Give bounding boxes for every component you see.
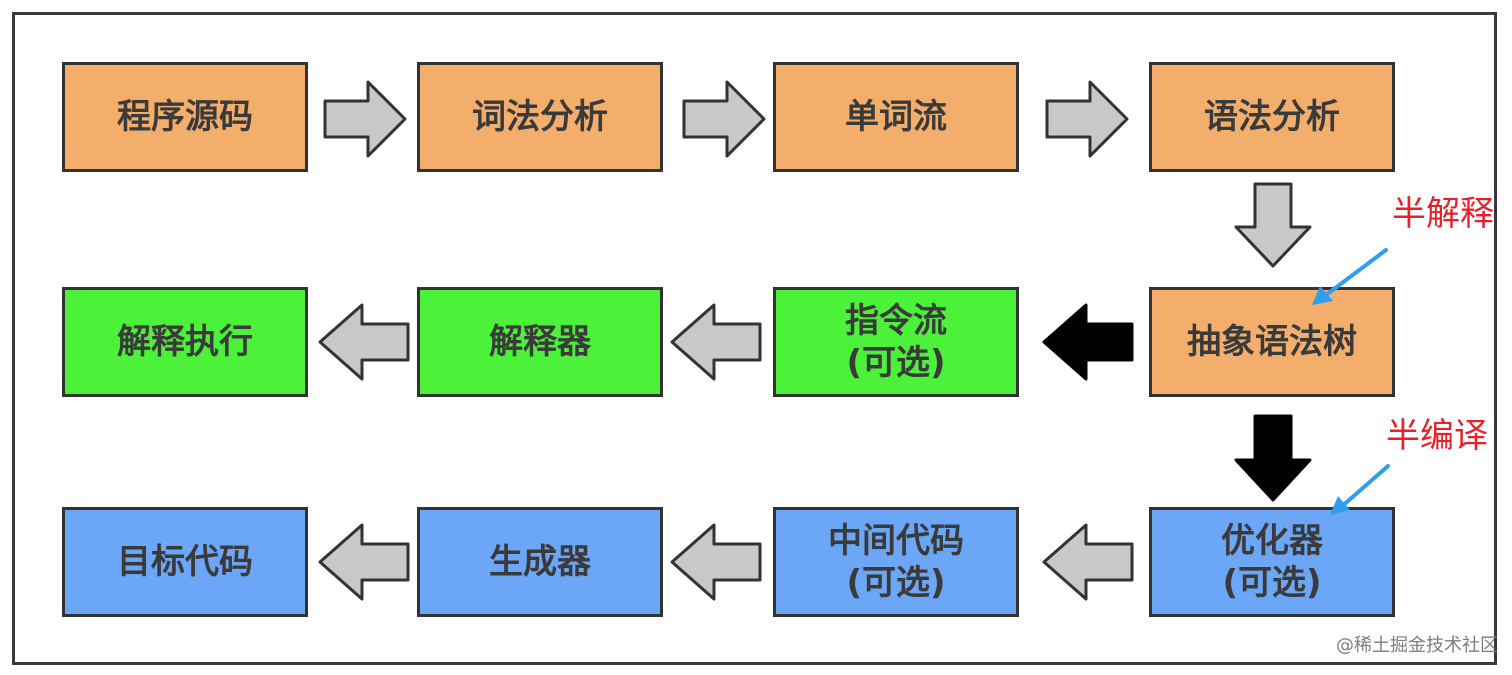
box-interpreter: 解释器 xyxy=(417,287,663,397)
box-generator: 生成器 xyxy=(417,507,663,617)
watermark: @稀土掘金技术社区 xyxy=(1336,635,1498,656)
box-label: 目标代码 xyxy=(117,542,253,582)
note-semi-compile: 半编译 xyxy=(1386,416,1488,456)
arrow-down-black-icon xyxy=(1234,414,1312,502)
box-label: 单词流 xyxy=(845,97,947,137)
box-lexical-analysis: 词法分析 xyxy=(417,62,663,172)
arrow-left-icon xyxy=(670,523,762,601)
box-label: 词法分析 xyxy=(472,97,608,137)
box-abstract-syntax-tree: 抽象语法树 xyxy=(1149,287,1395,397)
arrow-left-icon xyxy=(318,523,410,601)
box-interpret-execute: 解释执行 xyxy=(62,287,308,397)
pointer-arrow-icon xyxy=(1312,248,1388,305)
box-source-code: 程序源码 xyxy=(62,62,308,172)
box-label: 解释执行 xyxy=(117,322,253,362)
arrow-right-icon xyxy=(1045,80,1129,158)
box-sublabel: (可选) xyxy=(846,343,946,383)
box-syntax-analysis: 语法分析 xyxy=(1149,62,1395,172)
box-label: 抽象语法树 xyxy=(1187,322,1357,362)
box-label: 中间代码 xyxy=(828,521,964,561)
pointer-arrow-icon xyxy=(1330,464,1390,515)
arrow-left-icon xyxy=(1042,523,1134,601)
box-label: 生成器 xyxy=(489,542,591,582)
box-label: 优化器 xyxy=(1221,521,1323,561)
box-label: 语法分析 xyxy=(1204,97,1340,137)
arrow-left-black-icon xyxy=(1042,303,1134,381)
box-optimizer: 优化器 (可选) xyxy=(1149,507,1395,617)
box-sublabel: (可选) xyxy=(846,563,946,603)
box-token-stream: 单词流 xyxy=(773,62,1019,172)
box-instruction-stream: 指令流 (可选) xyxy=(773,287,1019,397)
box-label: 解释器 xyxy=(489,322,591,362)
arrow-right-icon xyxy=(682,80,766,158)
arrow-left-icon xyxy=(670,303,762,381)
arrow-right-icon xyxy=(323,80,407,158)
box-sublabel: (可选) xyxy=(1222,563,1322,603)
box-label: 指令流 xyxy=(845,301,947,341)
arrow-left-icon xyxy=(318,303,410,381)
arrow-down-icon xyxy=(1234,182,1312,268)
box-target-code: 目标代码 xyxy=(62,507,308,617)
box-label: 程序源码 xyxy=(117,97,253,137)
box-intermediate-code: 中间代码 (可选) xyxy=(773,507,1019,617)
note-semi-interpret: 半解释 xyxy=(1392,194,1494,234)
